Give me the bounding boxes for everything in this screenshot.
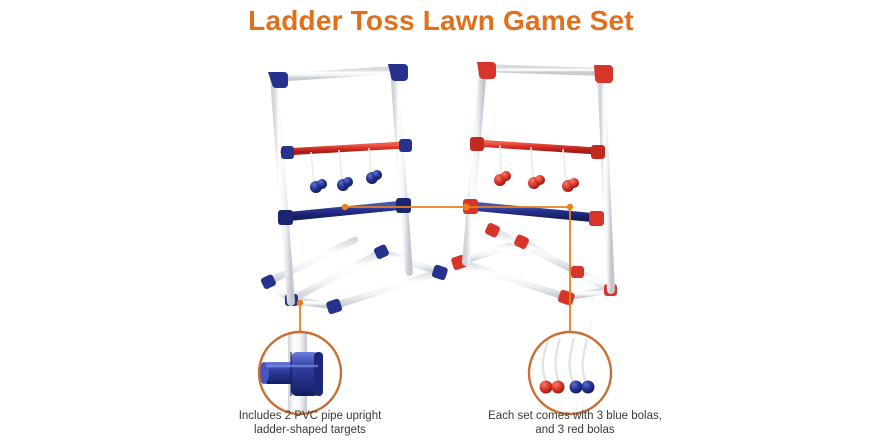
left-ladder-target [261, 64, 448, 315]
right-target-base [451, 223, 617, 306]
caption-right-line1: Each set comes with 3 blue bolas, [488, 410, 662, 422]
right-upright-near [597, 68, 615, 294]
caption-left-line1: Includes 2 PVC pipe upright [238, 410, 382, 422]
left-upright-far [390, 66, 413, 276]
left-bolas [310, 147, 382, 193]
left-middle-rung [280, 141, 408, 156]
right-middle-rung [471, 139, 601, 155]
callout-caption-left: Includes 2 PVC pipe upright ladder-shape… [190, 410, 430, 437]
caption-left-line2: ladder-shaped targets [254, 423, 366, 436]
left-upright-near [270, 74, 295, 306]
right-top-rail [479, 64, 605, 76]
page-title: Ladder Toss Lawn Game Set [248, 5, 634, 36]
left-top-rail [270, 66, 398, 82]
callout-leader-lines [296, 203, 574, 332]
callout-ring-left [257, 330, 343, 416]
right-bottom-rung [466, 201, 602, 223]
right-top-elbows [477, 62, 613, 83]
right-ladder-target [451, 62, 617, 306]
callout-ring-right [527, 330, 613, 416]
right-bolas [494, 144, 579, 192]
callout-caption-right: Each set comes with 3 blue bolas, and 3 … [450, 410, 700, 437]
caption-right-line2: and 3 red bolas [535, 423, 615, 436]
left-top-elbows [268, 64, 408, 88]
callout-pvc-joint [257, 330, 343, 416]
callout-bolas [527, 330, 613, 416]
right-upright-far [462, 64, 487, 266]
